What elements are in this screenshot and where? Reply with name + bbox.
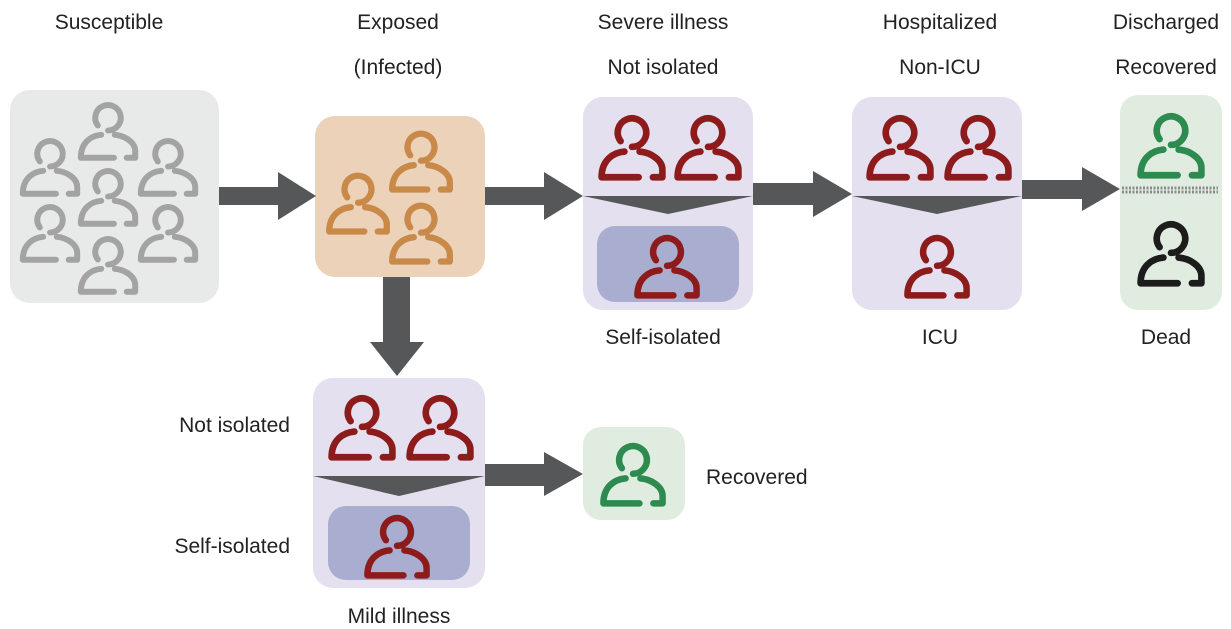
infected-label: (Infected) bbox=[353, 56, 443, 79]
non-icu-label: Non-ICU bbox=[899, 56, 981, 79]
mild-recovered-label: Recovered bbox=[706, 466, 808, 489]
discharged-label: Discharged bbox=[1112, 11, 1220, 34]
mild-split-triangle bbox=[313, 476, 485, 496]
severe-split-triangle bbox=[583, 196, 753, 214]
icu-label: ICU bbox=[921, 326, 959, 349]
recovered-top-label: Recovered bbox=[1115, 56, 1217, 79]
hospital-split-triangle bbox=[852, 196, 1022, 214]
arrow-susceptible-to-exposed bbox=[219, 172, 316, 220]
severe-illness-label: Severe illness bbox=[597, 11, 729, 34]
arrow-hospitalized-to-discharged bbox=[1022, 167, 1120, 211]
mild-illness-label: Mild illness bbox=[347, 605, 451, 628]
severe-self-isolated-label: Self-isolated bbox=[605, 326, 721, 349]
discharged-box bbox=[1120, 95, 1222, 310]
severe-not-isolated-label: Not isolated bbox=[607, 56, 719, 79]
discharged-divider bbox=[1122, 186, 1218, 194]
mild-self-isolated-label: Self-isolated bbox=[174, 535, 290, 558]
dead-label: Dead bbox=[1140, 326, 1192, 349]
exposed-label: Exposed bbox=[357, 11, 439, 34]
arrow-exposed-to-mild bbox=[370, 277, 424, 376]
susceptible-label: Susceptible bbox=[54, 11, 164, 34]
arrow-exposed-to-severe bbox=[485, 172, 583, 220]
mild-not-isolated-label: Not isolated bbox=[179, 414, 290, 437]
exposed-box bbox=[315, 116, 485, 277]
hospitalized-label: Hospitalized bbox=[882, 11, 998, 34]
arrow-severe-to-hospitalized bbox=[753, 171, 852, 217]
arrow-mild-to-recovered bbox=[485, 452, 583, 496]
